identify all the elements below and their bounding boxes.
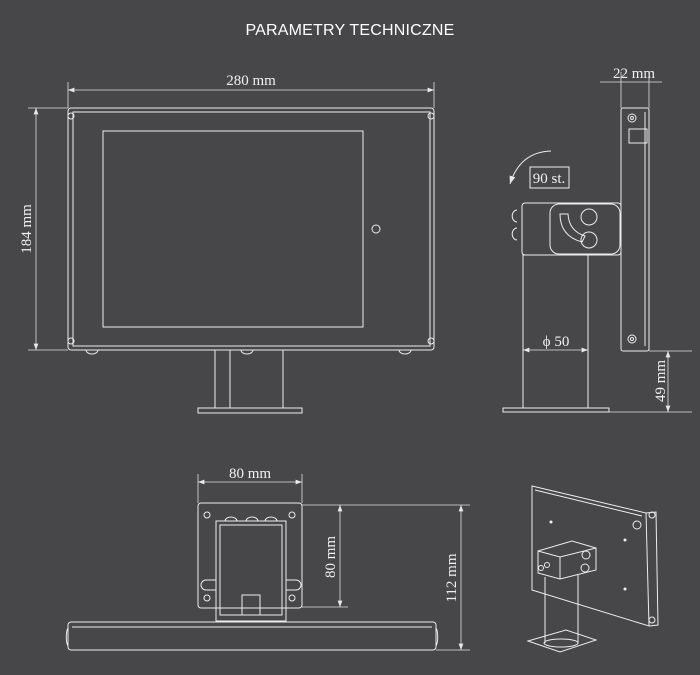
- page-title: PARAMETRY TECHNICZNE: [245, 22, 455, 39]
- height-dimension: 184 mm: [19, 204, 35, 254]
- front-view: 280 mm 184 mm: [19, 73, 435, 414]
- tilt-mount: [521, 202, 622, 256]
- screen-area: [102, 130, 364, 328]
- side-view: 90 st. 22 mm ϕ 50 49 mm: [502, 66, 692, 413]
- width-dimension: 280 mm: [226, 73, 276, 89]
- plate-width-dimension: 80 mm: [229, 466, 271, 482]
- bottom-view: 80 mm 80 mm 112 mm: [65, 466, 470, 651]
- offset-dimension: 49 mm: [653, 360, 669, 402]
- pole-diameter-dimension: ϕ 50: [543, 334, 570, 350]
- pole: [214, 349, 284, 409]
- button-icon: [371, 224, 381, 234]
- depth-dimension: 22 mm: [613, 66, 655, 82]
- rotation-label-box: [529, 166, 570, 189]
- total-height-dimension: 112 mm: [444, 553, 460, 602]
- rotation-label: 90 st.: [533, 171, 566, 187]
- isometric-view: [526, 485, 659, 653]
- plate-height-dimension: 80 mm: [323, 536, 339, 578]
- rotation-arrow-icon: [509, 150, 552, 185]
- base-plate: [197, 407, 303, 414]
